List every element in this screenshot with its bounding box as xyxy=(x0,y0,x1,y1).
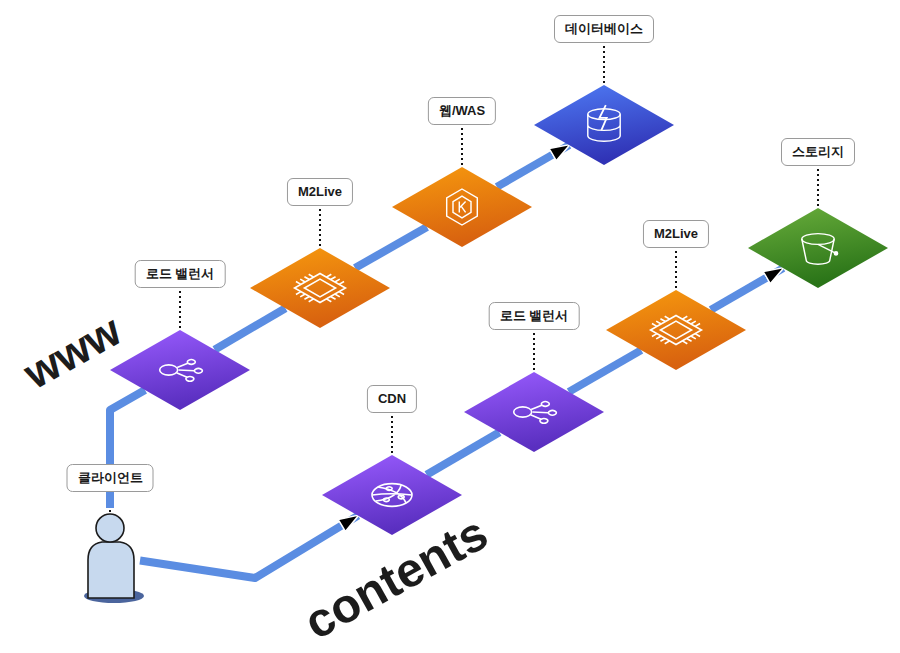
flow-line xyxy=(140,516,358,578)
flow-line xyxy=(215,308,286,350)
flow-line xyxy=(711,268,783,310)
service-icon xyxy=(802,234,838,265)
service-icon xyxy=(156,354,211,385)
client-figure: 클라이언트 xyxy=(80,508,140,604)
service-diamond: 웹/WAS xyxy=(392,167,532,247)
leader-line xyxy=(817,169,819,208)
diamond-outline xyxy=(110,330,250,410)
node-label: 클라이언트 xyxy=(67,464,154,492)
diamond-outline xyxy=(534,85,674,165)
node-label: 스토리지 xyxy=(781,138,855,166)
node-label: CDN xyxy=(367,385,417,413)
service-icon xyxy=(588,105,620,141)
leader-line xyxy=(319,209,321,248)
flow-line xyxy=(355,227,427,268)
service-diamond: M2Live xyxy=(250,248,390,328)
node-label: 로드 밸런서 xyxy=(489,302,580,330)
person-icon xyxy=(80,508,140,604)
leader-line xyxy=(391,416,393,455)
diamond-outline xyxy=(748,208,888,288)
service-icon xyxy=(364,479,421,511)
service-diamond: 스토리지 xyxy=(748,208,888,288)
service-diamond: M2Live xyxy=(606,290,746,370)
node-label: M2Live xyxy=(643,220,709,248)
leader-line xyxy=(675,251,677,290)
node-label: 로드 밸런서 xyxy=(135,260,226,288)
service-diamond: 데이터베이스 xyxy=(534,85,674,165)
service-icon xyxy=(641,310,712,350)
diamond-outline xyxy=(392,167,532,247)
service-diamond: 로드 밸런서 xyxy=(110,330,250,410)
flow-line xyxy=(427,432,500,475)
flow-line xyxy=(497,145,569,187)
leader-line xyxy=(179,291,181,330)
service-icon xyxy=(510,396,565,427)
flow-line xyxy=(569,350,641,392)
node-label: 데이터베이스 xyxy=(554,15,654,43)
node-label: M2Live xyxy=(287,178,353,206)
diamond-outline xyxy=(464,372,604,452)
service-diamond: CDN xyxy=(322,455,462,535)
flow-label: www xyxy=(16,308,127,396)
leader-line xyxy=(603,46,605,85)
node-label: 웹/WAS xyxy=(428,97,496,125)
service-diamond: 로드 밸런서 xyxy=(464,372,604,452)
service-icon xyxy=(285,268,356,308)
diamond-outline xyxy=(606,290,746,370)
diamond-outline xyxy=(322,455,462,535)
diamond-outline xyxy=(250,248,390,328)
leader-line xyxy=(461,128,463,167)
service-icon xyxy=(447,189,478,225)
leader-line xyxy=(533,333,535,372)
